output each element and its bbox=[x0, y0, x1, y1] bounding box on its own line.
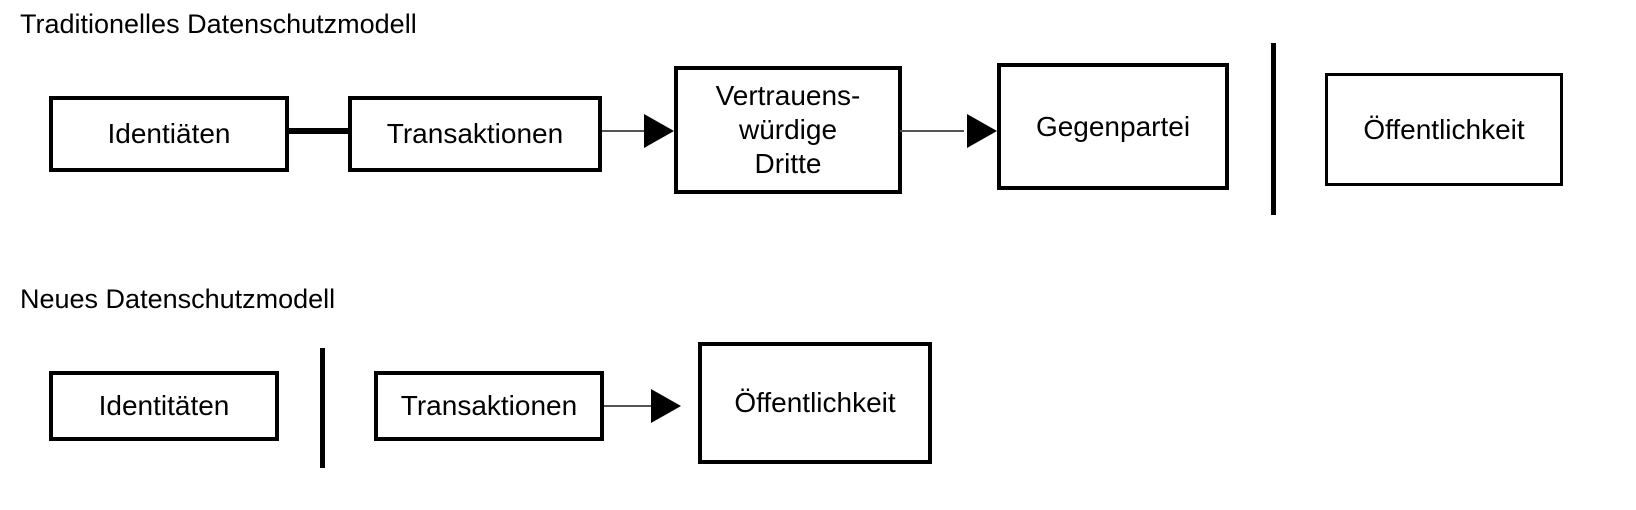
node-traditional-transactions[interactable]: Transaktionen bbox=[348, 96, 602, 172]
connector-new-transactions-to-public-line bbox=[604, 405, 660, 407]
section-title-new: Neues Datenschutzmodell bbox=[20, 284, 336, 314]
connector-identities-to-transactions bbox=[287, 128, 350, 134]
node-label: Identitäten bbox=[98, 390, 230, 421]
node-label: Identiäten bbox=[107, 118, 231, 149]
node-label: Transaktionen bbox=[386, 118, 564, 149]
section-title-traditional: Traditionelles Datenschutzmodell bbox=[20, 9, 417, 39]
node-new-transactions[interactable]: Transaktionen bbox=[374, 371, 604, 441]
node-new-identities[interactable]: Identitäten bbox=[49, 371, 279, 441]
connector-transactions-to-trusted-third-line bbox=[602, 130, 654, 132]
node-label: Vertrauens- würdige Dritte bbox=[715, 80, 861, 179]
divider-new bbox=[320, 348, 325, 468]
arrow-head-icon bbox=[967, 114, 997, 148]
node-label: Transaktionen bbox=[400, 390, 578, 421]
arrow-head-icon bbox=[644, 114, 674, 148]
node-traditional-counterparty[interactable]: Gegenpartei bbox=[997, 63, 1229, 190]
node-traditional-public[interactable]: Öffentlichkeit bbox=[1325, 73, 1563, 186]
connector-trusted-third-to-counterparty-line bbox=[900, 130, 964, 132]
node-label: Öffentlichkeit bbox=[734, 387, 896, 418]
node-label: Öffentlichkeit bbox=[1363, 113, 1525, 145]
node-traditional-trusted-third-party[interactable]: Vertrauens- würdige Dritte bbox=[674, 66, 902, 194]
arrow-head-icon bbox=[651, 389, 681, 423]
node-new-public[interactable]: Öffentlichkeit bbox=[698, 342, 932, 464]
divider-traditional bbox=[1271, 43, 1276, 215]
node-label: Gegenpartei bbox=[1035, 110, 1191, 142]
node-traditional-identities[interactable]: Identiäten bbox=[49, 96, 289, 172]
